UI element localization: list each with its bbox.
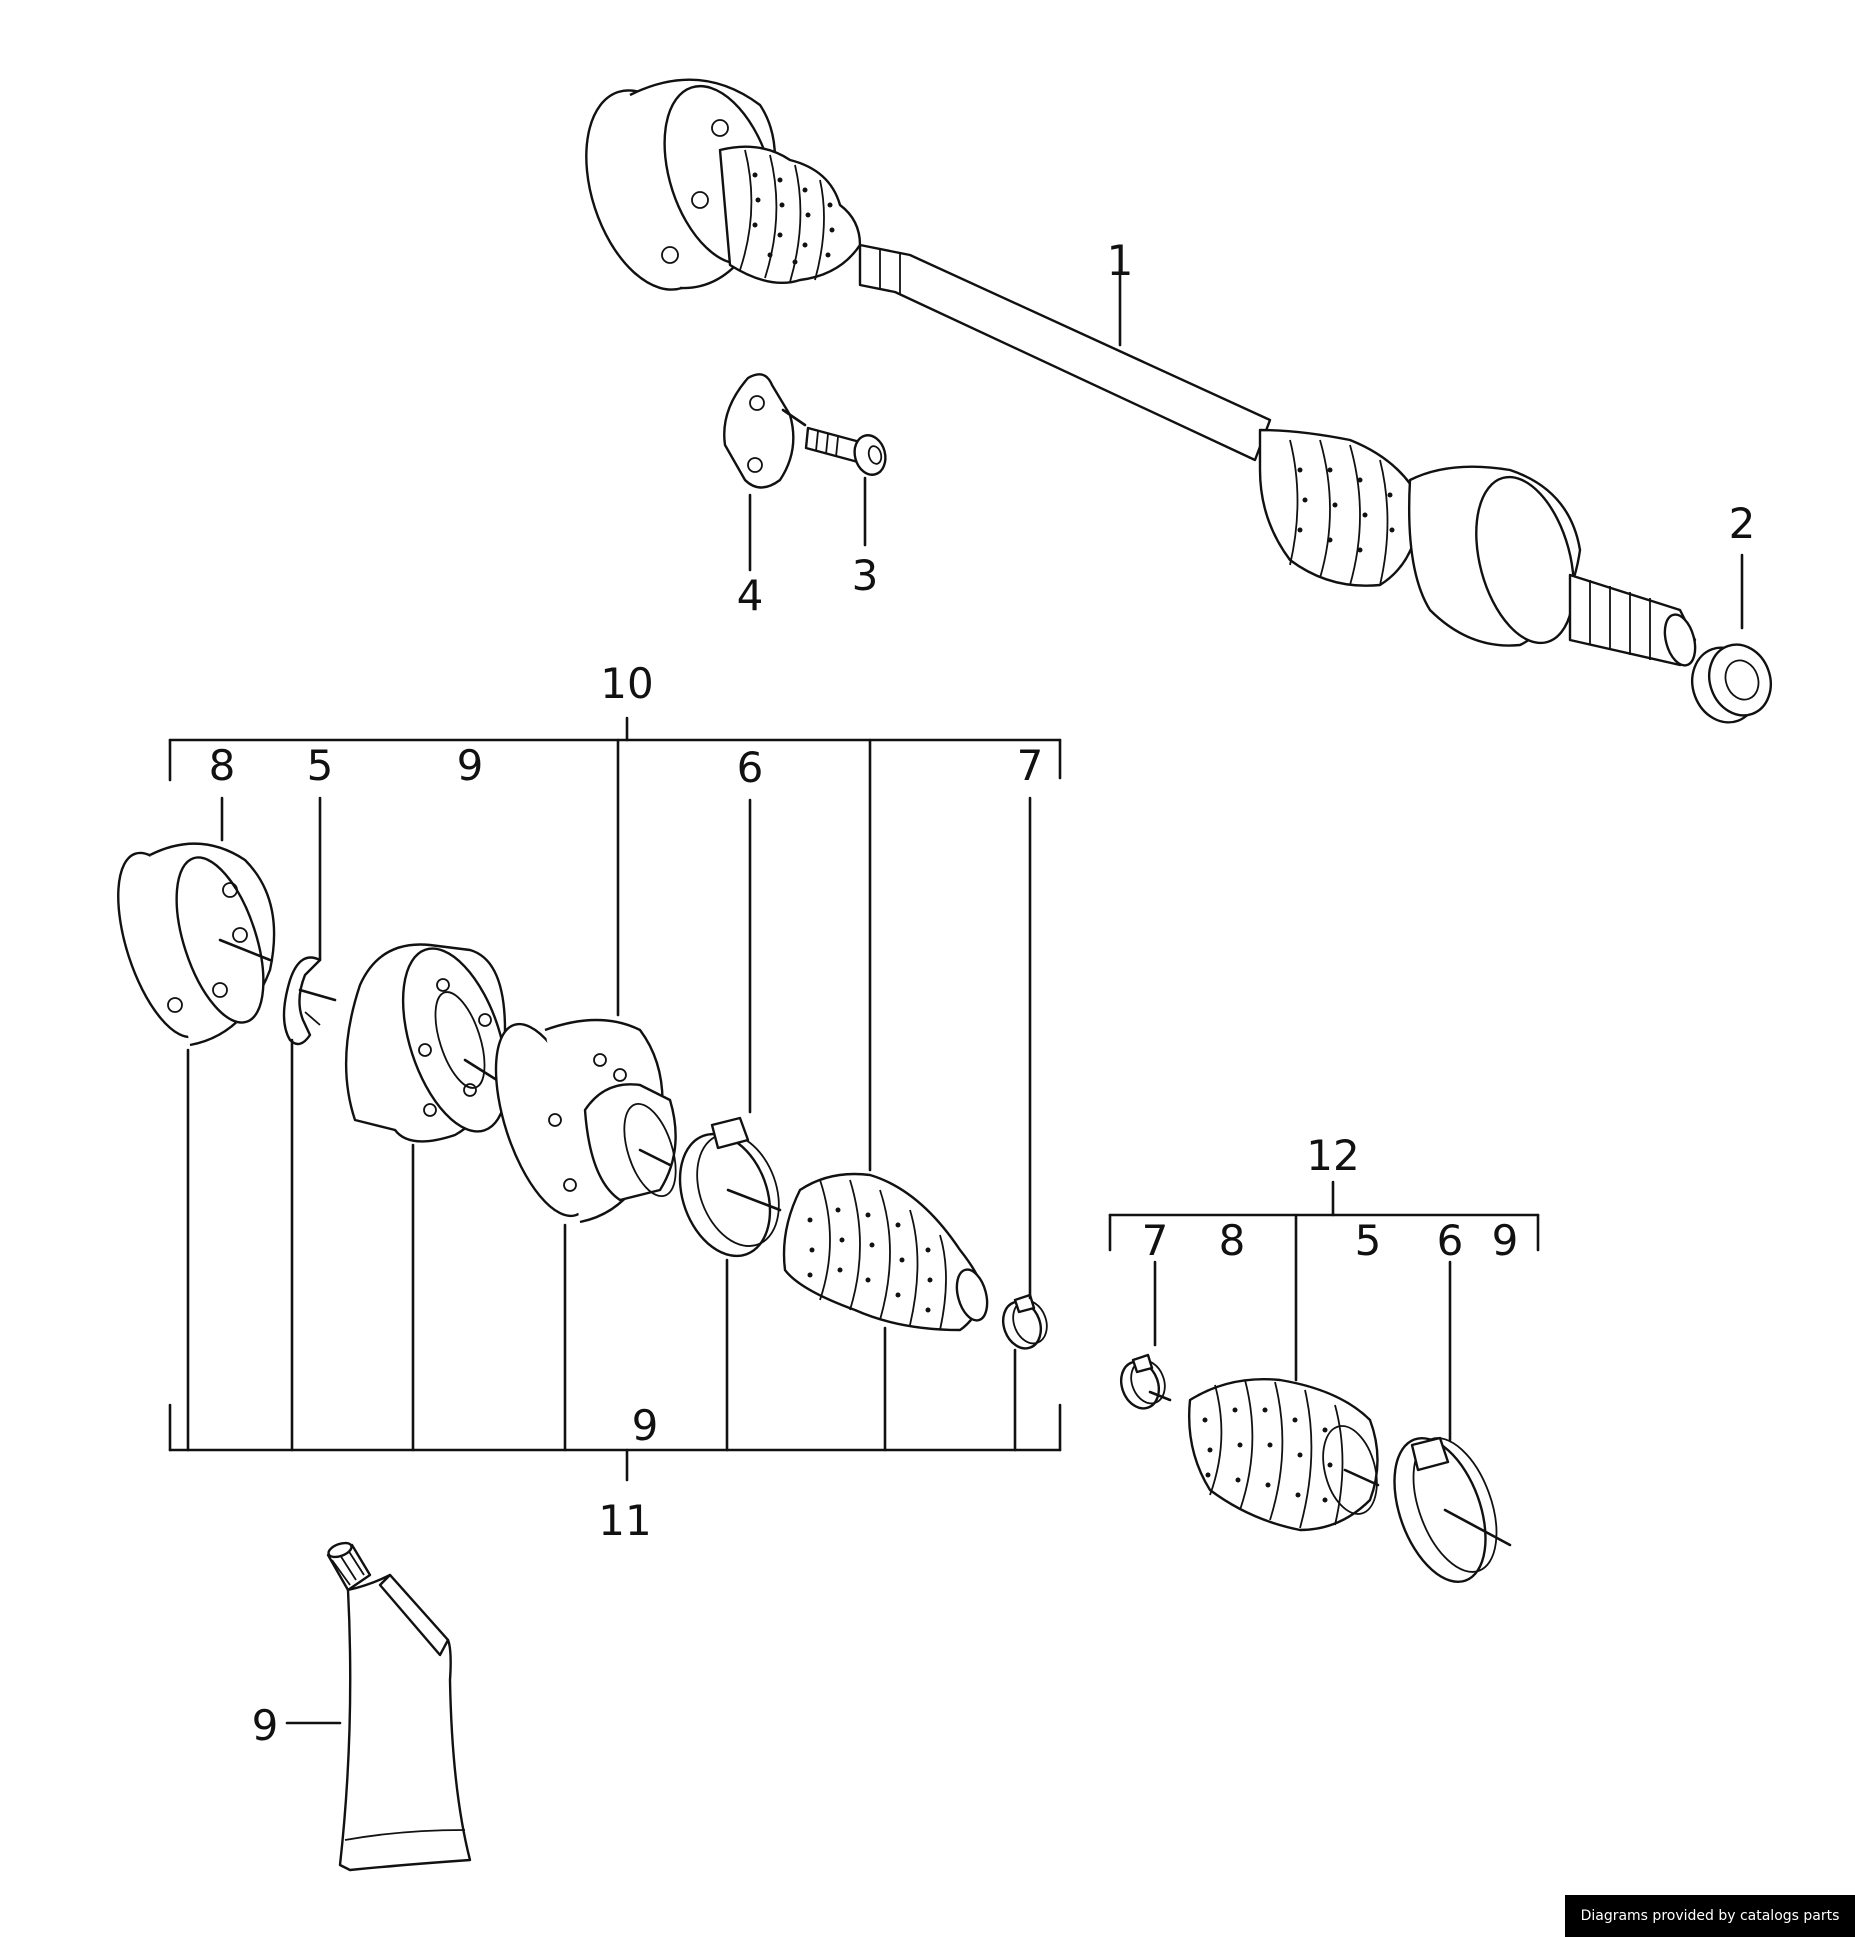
circlip[interactable] xyxy=(282,956,337,1046)
tube-label-9: 9 xyxy=(252,1701,279,1750)
kit10-label-5: 5 xyxy=(307,741,334,790)
kit11-label-9: 9 xyxy=(632,1401,659,1450)
grease-tube[interactable] xyxy=(326,1540,472,1872)
callout-10: 10 xyxy=(600,659,653,708)
inner-joint[interactable] xyxy=(344,936,527,1145)
small-clamp[interactable] xyxy=(997,1293,1053,1354)
kit12-cv-boot[interactable] xyxy=(1188,1378,1386,1532)
hex-bolt[interactable] xyxy=(781,408,890,478)
locking-plate[interactable] xyxy=(723,373,795,489)
callout-2: 2 xyxy=(1729,499,1756,548)
callout-1: 1 xyxy=(1107,236,1134,285)
drive-shaft-assembly[interactable] xyxy=(563,72,1700,669)
joint-cup-housing[interactable] xyxy=(476,1013,686,1228)
callout-12: 12 xyxy=(1306,1131,1359,1180)
leader-lines xyxy=(168,268,1744,1725)
kit12-label-7: 7 xyxy=(1142,1216,1169,1265)
kit10-label-9: 9 xyxy=(457,741,484,790)
kit12-label-6: 6 xyxy=(1437,1216,1464,1265)
kit10-label-6: 6 xyxy=(737,743,764,792)
callout-labels: 1 2 3 4 10 8 5 9 6 7 9 11 12 7 8 5 6 9 9 xyxy=(209,236,1756,1750)
kit10-label-7: 7 xyxy=(1017,741,1044,790)
axle-nut[interactable] xyxy=(1682,636,1781,732)
callout-4: 4 xyxy=(737,571,764,620)
callout-3: 3 xyxy=(852,551,879,600)
kit10-label-8: 8 xyxy=(209,741,236,790)
kit12-label-8: 8 xyxy=(1219,1216,1246,1265)
kit12-label-5: 5 xyxy=(1355,1216,1382,1265)
kit12-small-clamp[interactable] xyxy=(1115,1353,1172,1414)
callout-11: 11 xyxy=(598,1496,651,1545)
cv-boot[interactable] xyxy=(782,1172,992,1332)
kit12-large-clamp[interactable] xyxy=(1377,1426,1513,1594)
joint-housing[interactable] xyxy=(99,842,281,1048)
large-clamp[interactable] xyxy=(664,1116,794,1269)
credit-banner: Diagrams provided by catalogs parts xyxy=(1565,1895,1855,1937)
kit12-label-9: 9 xyxy=(1492,1216,1519,1265)
